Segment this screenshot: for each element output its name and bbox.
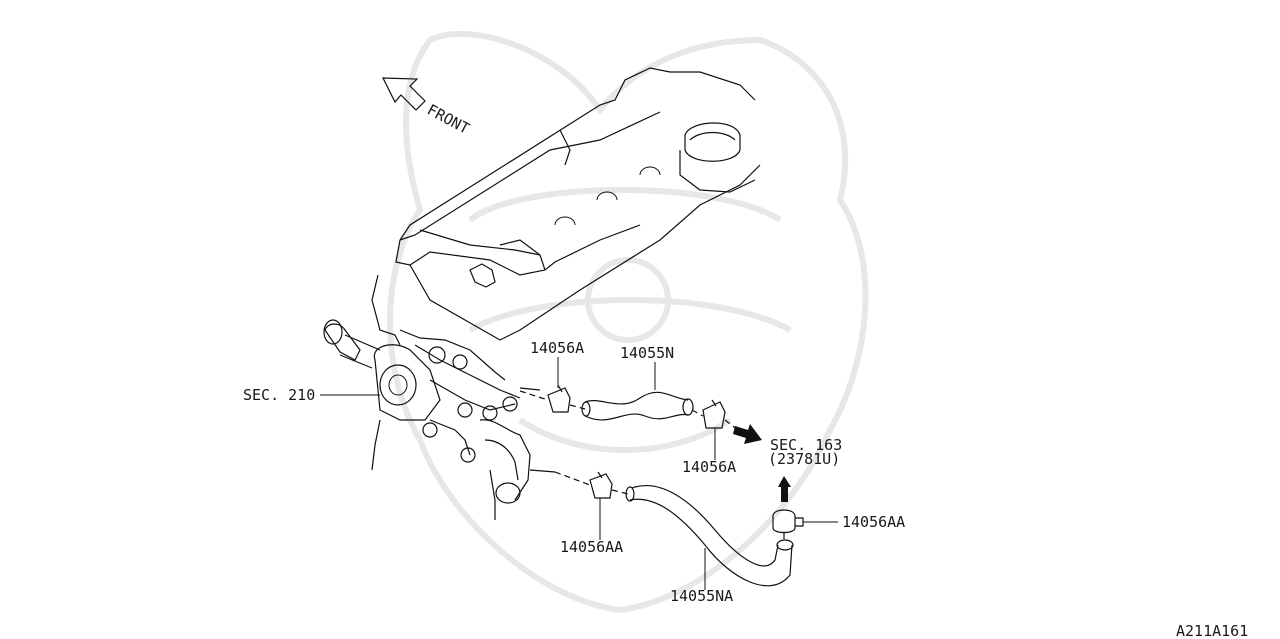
flow-arrow-up-icon [778, 476, 791, 502]
front-label: FRONT [424, 101, 472, 138]
water-outlet-housing [323, 319, 556, 520]
clamp-14056A-lower [702, 399, 726, 429]
part-14056A-bottom-label: 14056A [682, 458, 736, 476]
clamp-14056AA-left [589, 471, 613, 499]
part-14055N-label: 14055N [620, 344, 674, 362]
clamp-14056A-upper [547, 384, 571, 413]
part-14056AA-left-label: 14056AA [560, 538, 623, 556]
sec-210-label: SEC. 210 [243, 386, 315, 404]
front-arrow-icon [382, 77, 426, 111]
sec-163-label: SEC. 163 [770, 436, 842, 454]
part-14055NA-label: 14055NA [670, 587, 733, 605]
samurai-helmet-watermark-icon [387, 30, 869, 614]
figure-code-label: A211A161 [1176, 622, 1248, 639]
flow-arrow-right-icon [733, 424, 762, 444]
sec-163-sub-label: (23781U) [768, 450, 840, 468]
part-14056AA-right-label: 14056AA [842, 513, 905, 531]
engine-valve-cover [371, 67, 761, 346]
hose-14055N [581, 391, 694, 421]
part-14056A-top-label: 14056A [530, 339, 584, 357]
